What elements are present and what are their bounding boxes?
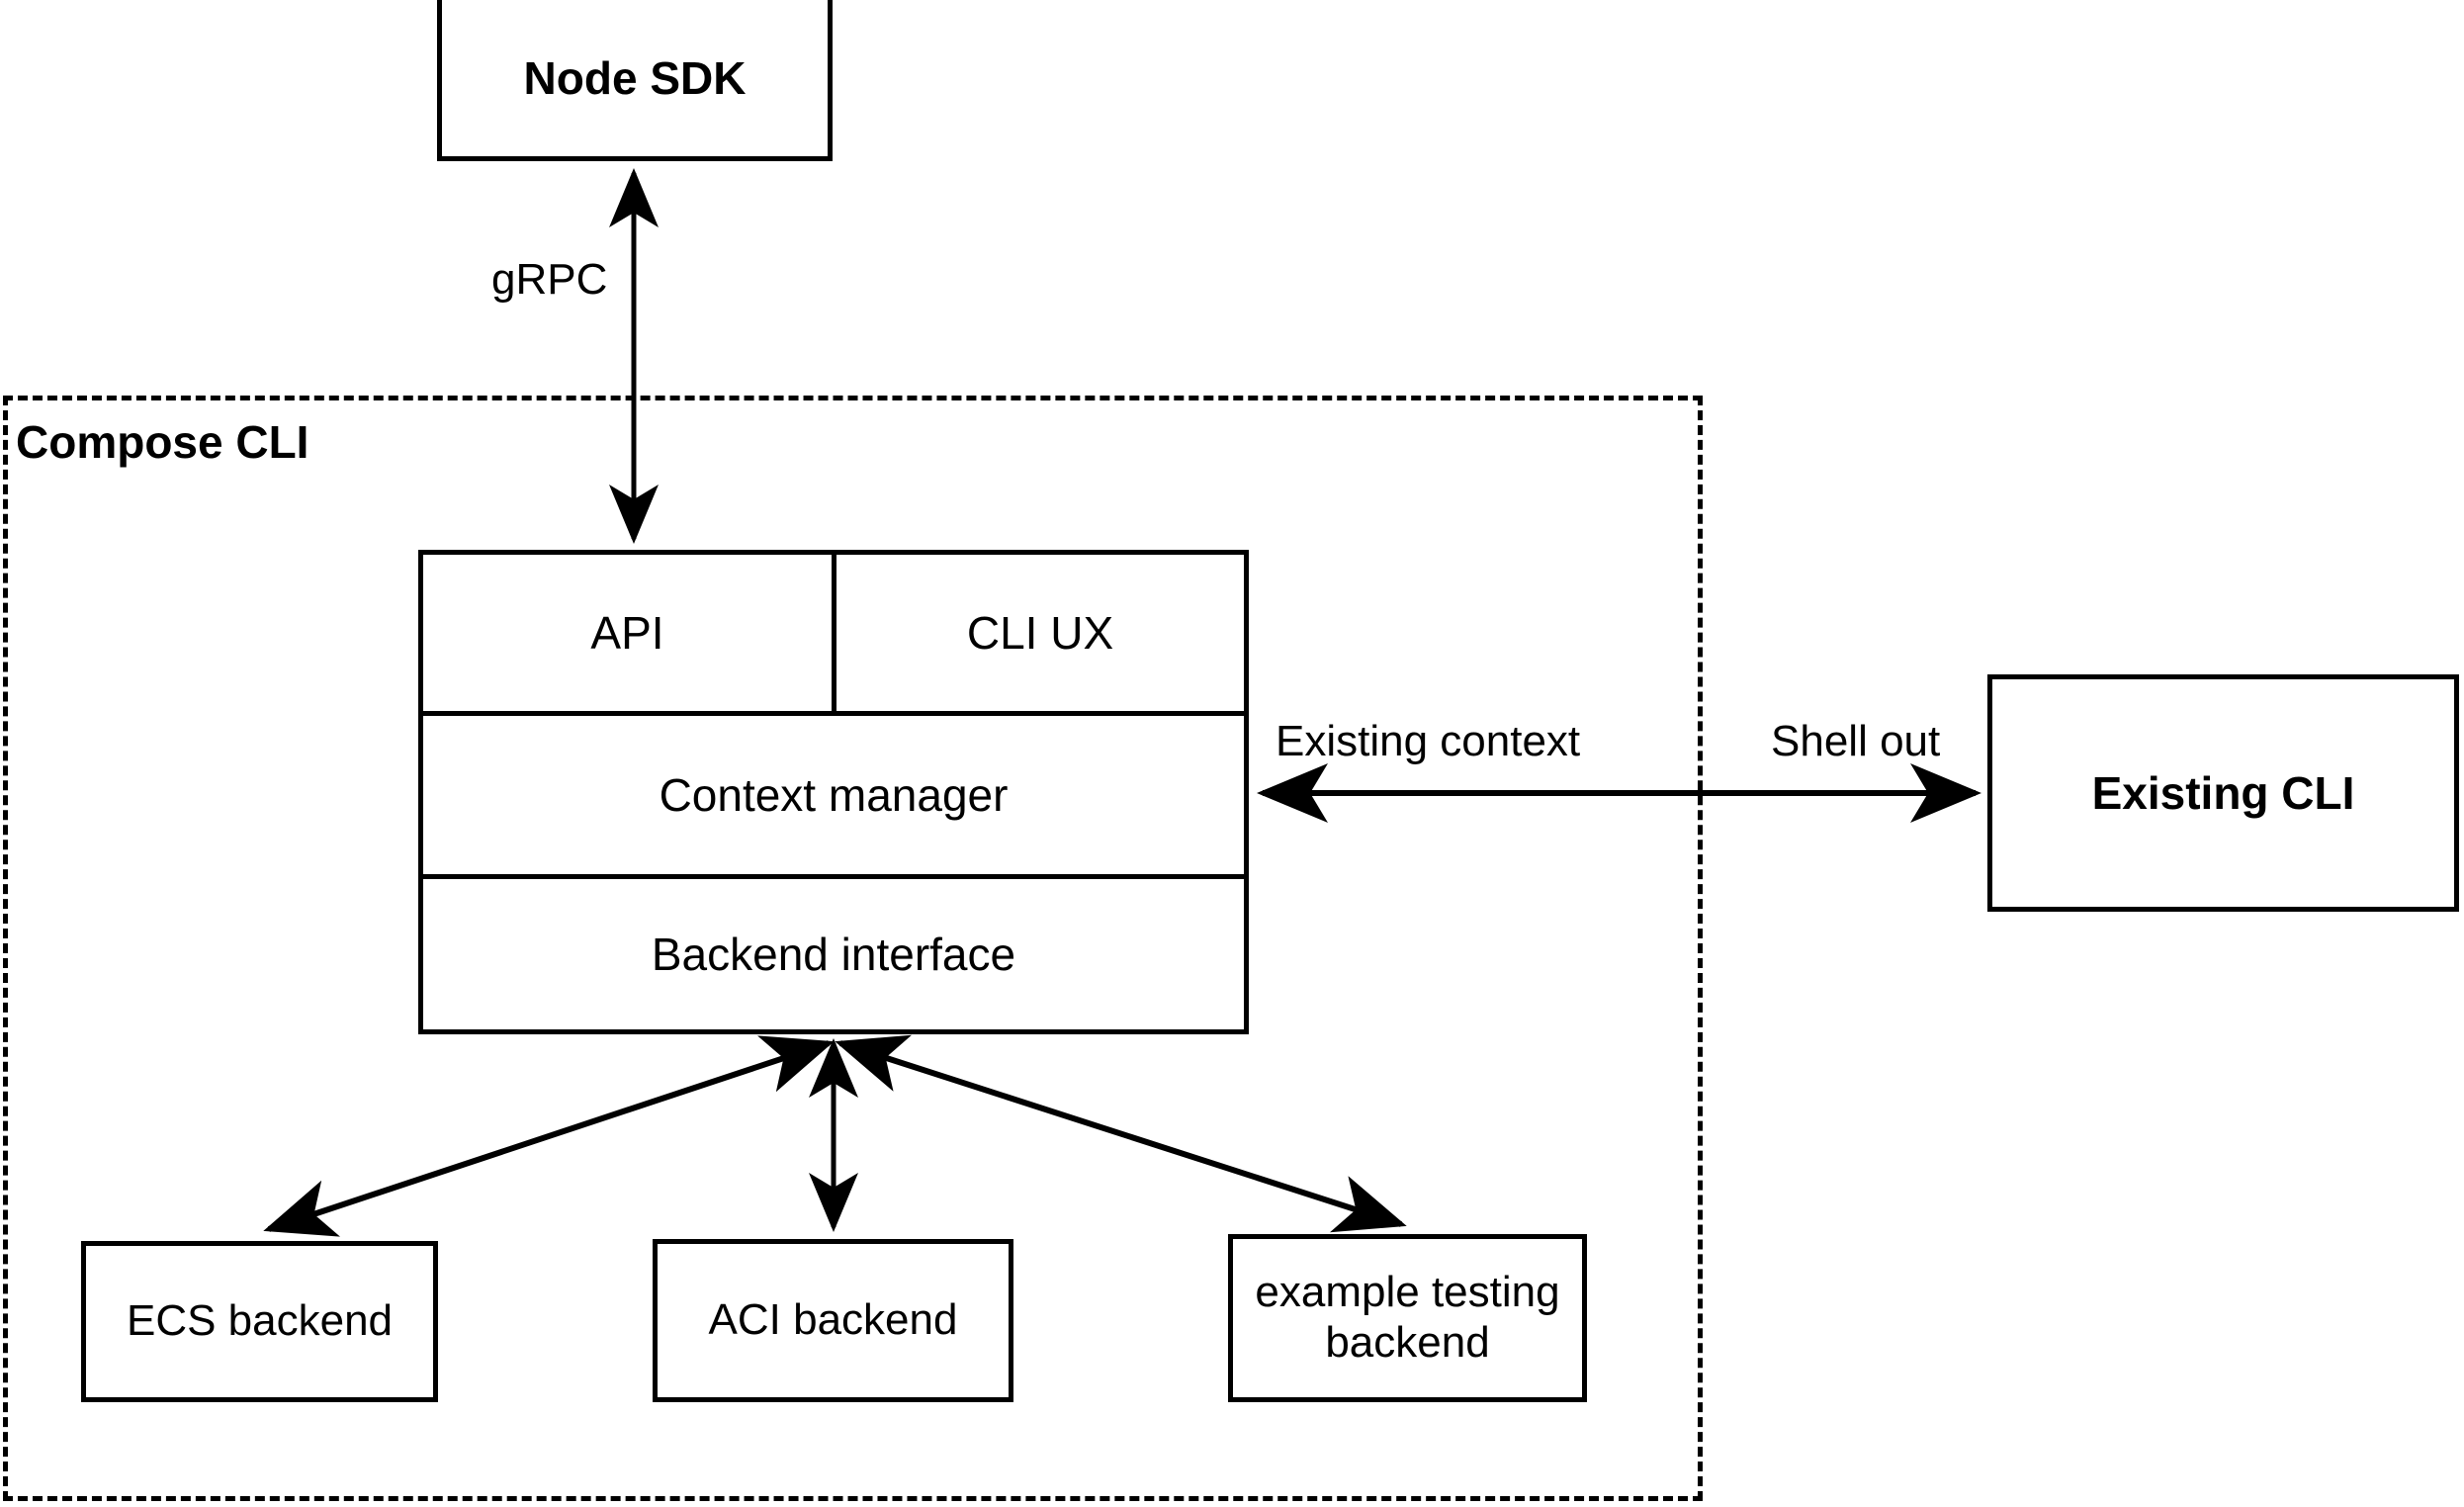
compose-cli-stack: API CLI UX Context manager Backend inter… bbox=[418, 550, 1249, 1034]
edge-label-grpc: gRPC bbox=[491, 255, 608, 304]
node-example-testing-backend-label: example testing backend bbox=[1255, 1268, 1560, 1367]
node-cli-ux: CLI UX bbox=[836, 555, 1244, 711]
node-aci-backend-label: ACI backend bbox=[708, 1295, 958, 1345]
node-context-manager-label: Context manager bbox=[659, 769, 1009, 821]
node-api-label: API bbox=[590, 607, 664, 659]
node-backend-interface: Backend interface bbox=[423, 879, 1244, 1029]
node-existing-cli: Existing CLI bbox=[1987, 674, 2459, 912]
edge-label-shell-out: Shell out bbox=[1771, 717, 1941, 765]
node-ecs-backend: ECS backend bbox=[81, 1241, 438, 1402]
compose-cli-boundary-label: Compose CLI bbox=[16, 416, 309, 468]
node-aci-backend: ACI backend bbox=[653, 1239, 1013, 1402]
node-backend-interface-label: Backend interface bbox=[651, 929, 1016, 980]
node-example-testing-backend: example testing backend bbox=[1228, 1234, 1587, 1402]
node-api: API bbox=[423, 555, 836, 711]
node-node-sdk-label: Node SDK bbox=[523, 51, 747, 104]
edge-label-existing-context: Existing context bbox=[1276, 717, 1581, 765]
node-existing-cli-label: Existing CLI bbox=[2091, 766, 2355, 819]
node-cli-ux-label: CLI UX bbox=[966, 607, 1114, 659]
node-ecs-backend-label: ECS backend bbox=[126, 1296, 394, 1346]
stack-row-api-cliux: API CLI UX bbox=[423, 555, 1244, 716]
node-node-sdk: Node SDK bbox=[437, 0, 833, 161]
node-context-manager: Context manager bbox=[423, 716, 1244, 879]
compose-cli-boundary bbox=[3, 396, 1703, 1501]
